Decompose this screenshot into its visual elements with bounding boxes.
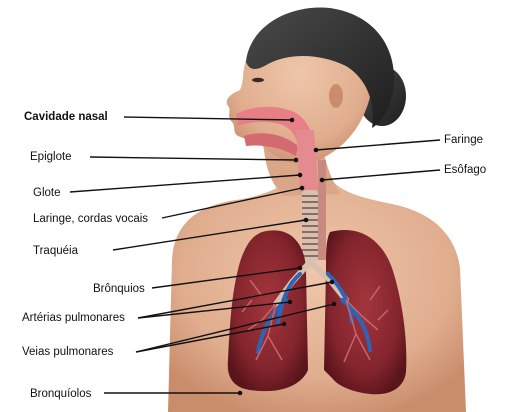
label-traqueia: Traquéia	[33, 244, 78, 258]
label-esofago: Esôfago	[444, 163, 486, 177]
label-laringe-cordas-vocais: Laringe, cordas vocais	[33, 212, 148, 226]
label-cavidade-nasal: Cavidade nasal	[24, 110, 108, 124]
label-epiglote: Epiglote	[30, 150, 72, 164]
label-glote: Glote	[33, 186, 61, 200]
label-bronquios: Brônquios	[93, 282, 145, 296]
ear	[329, 84, 343, 108]
eye	[252, 78, 264, 82]
label-veias-pulmonares: Veias pulmonares	[22, 345, 113, 359]
label-bronquiolos: Bronquíolos	[30, 387, 91, 401]
label-arterias-pulmonares: Artérias pulmonares	[22, 311, 125, 325]
esophagus	[318, 160, 326, 260]
label-faringe: Faringe	[444, 133, 483, 147]
